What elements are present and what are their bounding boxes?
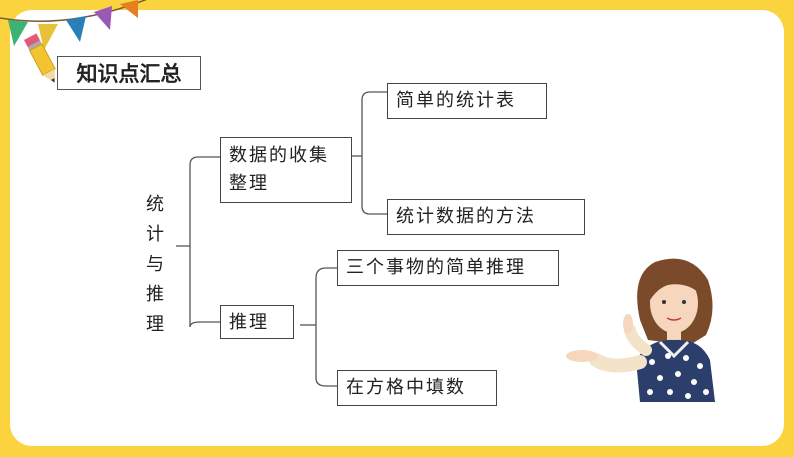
teacher-figure: [566, 259, 715, 402]
